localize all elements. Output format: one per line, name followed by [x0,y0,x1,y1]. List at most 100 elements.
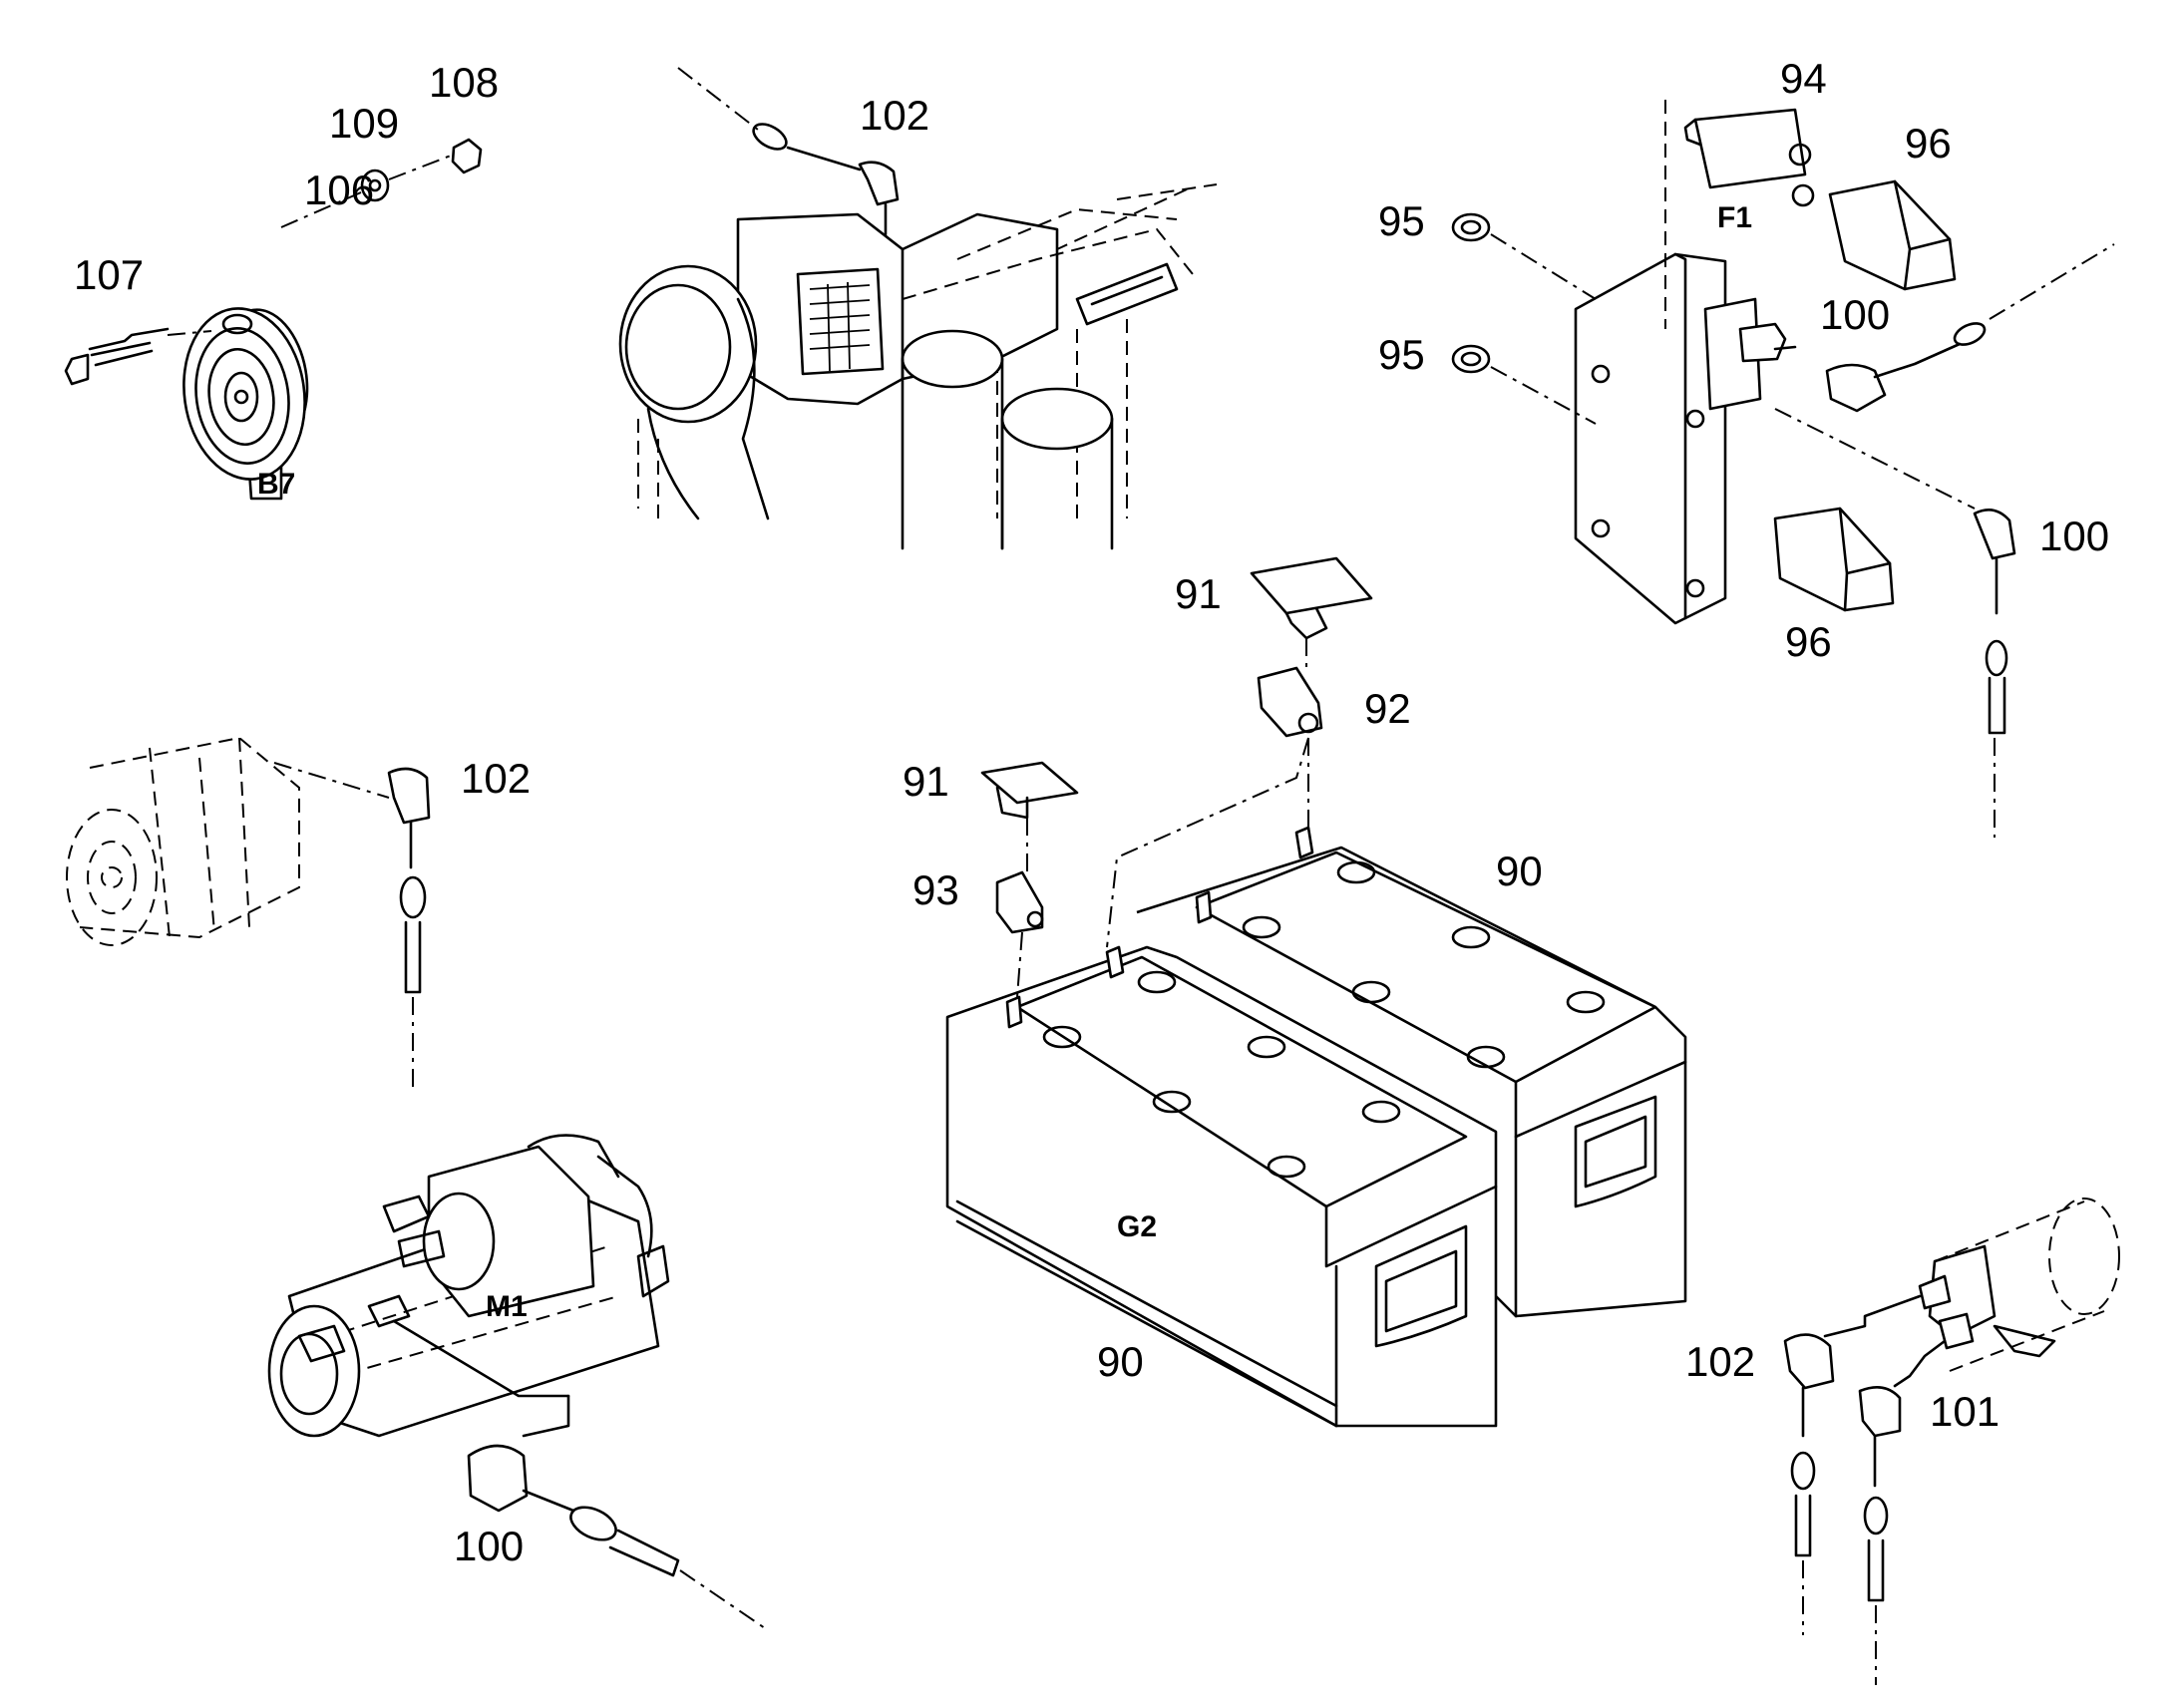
starter-end-cap [267,1304,361,1438]
rear-cell-cap-6 [1466,1045,1506,1069]
relay-stud [1738,322,1787,363]
callout-102-alt: 102 [461,755,531,802]
starter-motor-assembly: 100 M1 [267,1134,769,1631]
rear-cell-cap-5 [1351,980,1391,1004]
horn-centre-dot [233,389,249,405]
terminal-cap-101 [1858,1386,1902,1438]
front-terminal-post-2 [1005,995,1023,1029]
clamp-92-bolt [1297,712,1319,734]
front-cell-cap-6 [1267,1155,1306,1179]
grommet-axes [1490,233,1597,425]
plate-hole-4 [1685,578,1705,598]
relay-stud-2 [1938,1312,1975,1350]
battery-front-lid-edge [1324,1185,1498,1268]
alternator-axis [273,762,390,799]
ref-g2: G2 [1117,1210,1157,1243]
callout-109: 109 [329,100,399,147]
plate-hole-1 [1591,364,1611,384]
cable-right-sleeve [1988,676,2006,735]
battery-front-base [955,1199,1338,1428]
terminal-cap-102-alt [387,767,431,825]
washer-109 [360,169,390,202]
bottom-right-relay-assembly: 102 101 [1685,1197,2120,1685]
battery-assembly: 91 91 92 93 90 90 G2 [903,556,1687,1428]
plate-hole-3 [1685,409,1705,429]
battery-left-axes [1016,818,1028,998]
horn-ring-1 [194,327,290,465]
relay-lead-101 [1893,1339,1947,1388]
starter-lead-tail [679,1569,769,1631]
front-cell-cap-4 [1042,1025,1082,1049]
fuse-94-screw-1 [1788,143,1812,167]
horn-ring-2 [207,347,275,447]
starter-cable-clip [367,1294,411,1328]
ref-m1: M1 [486,1290,528,1323]
cover-91-left-tab [995,786,1029,820]
grommet-95-bottom [1451,344,1491,374]
cover-96-bottom-edges [1838,507,1892,612]
starter-lead [522,1489,575,1513]
fuse-axis-to-100 [1774,408,1976,510]
plate-edge [1673,252,1687,620]
horn-axis [280,155,452,228]
cylinder-1-top [901,329,1004,389]
terminal-cap-100-fuse [1825,363,1887,413]
callout-102-engine: 102 [860,92,929,139]
battery-link-axes [1106,638,1309,948]
clamp-93-bolt [1026,910,1044,928]
alt-cable-eyelet [399,875,427,919]
fuse-box-assembly: 94 95 95 96 96 100 100 F1 [1378,55,2115,838]
callout-100-fuse: 100 [1820,291,1890,338]
starter-lead-sleeve [608,1529,680,1577]
fuse-box-plate [1574,252,1727,625]
battery-front-lid [1015,955,1468,1208]
callout-90-rear: 90 [1496,848,1543,894]
terminal-cap-102-relay [1783,1333,1835,1390]
terminal-cap-100-starter [467,1444,529,1513]
callout-91-top: 91 [1175,570,1222,617]
screw-107 [88,327,170,351]
solenoid-face [422,1192,496,1291]
callout-108: 108 [429,59,499,106]
engine-view: 102 [618,67,1218,550]
callout-93: 93 [912,866,959,913]
cylinder-2-top [1000,387,1114,451]
cylinder-2-body [1000,417,1114,550]
rear-cell-cap-4 [1242,915,1281,939]
callout-96-top: 96 [1905,120,1952,167]
callout-90-front: 90 [1097,1338,1144,1385]
alternator-front [66,809,158,946]
starter-drive-housing [527,1134,653,1258]
callout-106: 106 [304,167,374,213]
callout-95-top: 95 [1378,197,1425,244]
horn-tab [221,313,253,335]
cable-right-eyelet [1985,639,2008,677]
alternator-pulley [87,841,137,914]
screw-107-head [64,353,90,386]
battery-rear-lid [1195,851,1657,1084]
starter-cable-end [522,1394,570,1438]
starter-terminal [297,1324,346,1363]
horn-centre [223,371,259,423]
battery-front-handle [1374,1224,1468,1348]
engine-rail [1075,262,1179,326]
engine-grille [809,281,871,372]
alternator-hidden-ribs [149,737,250,938]
cable-top-segment [786,146,862,171]
nut-108 [451,138,483,174]
callout-92: 92 [1364,685,1411,732]
relay-cable-101-eyelet [1863,1496,1889,1536]
front-cell-cap-2 [1247,1035,1286,1059]
terminal-cap-100-right [1973,509,2016,560]
starter-lead-eyelet [569,1506,617,1541]
relay-hidden-body [1934,1200,2105,1372]
terminal-cover-91-left [980,761,1079,805]
screw-107-thread [90,341,154,367]
front-cell-cap-3 [1361,1100,1401,1124]
relay-lead-102 [1823,1294,1922,1338]
callout-100-starter: 100 [454,1523,524,1569]
engine-pulley-outer [618,264,758,424]
engine-more-hidden [637,183,1218,518]
fuse-cable-eyelet [1953,322,1987,346]
